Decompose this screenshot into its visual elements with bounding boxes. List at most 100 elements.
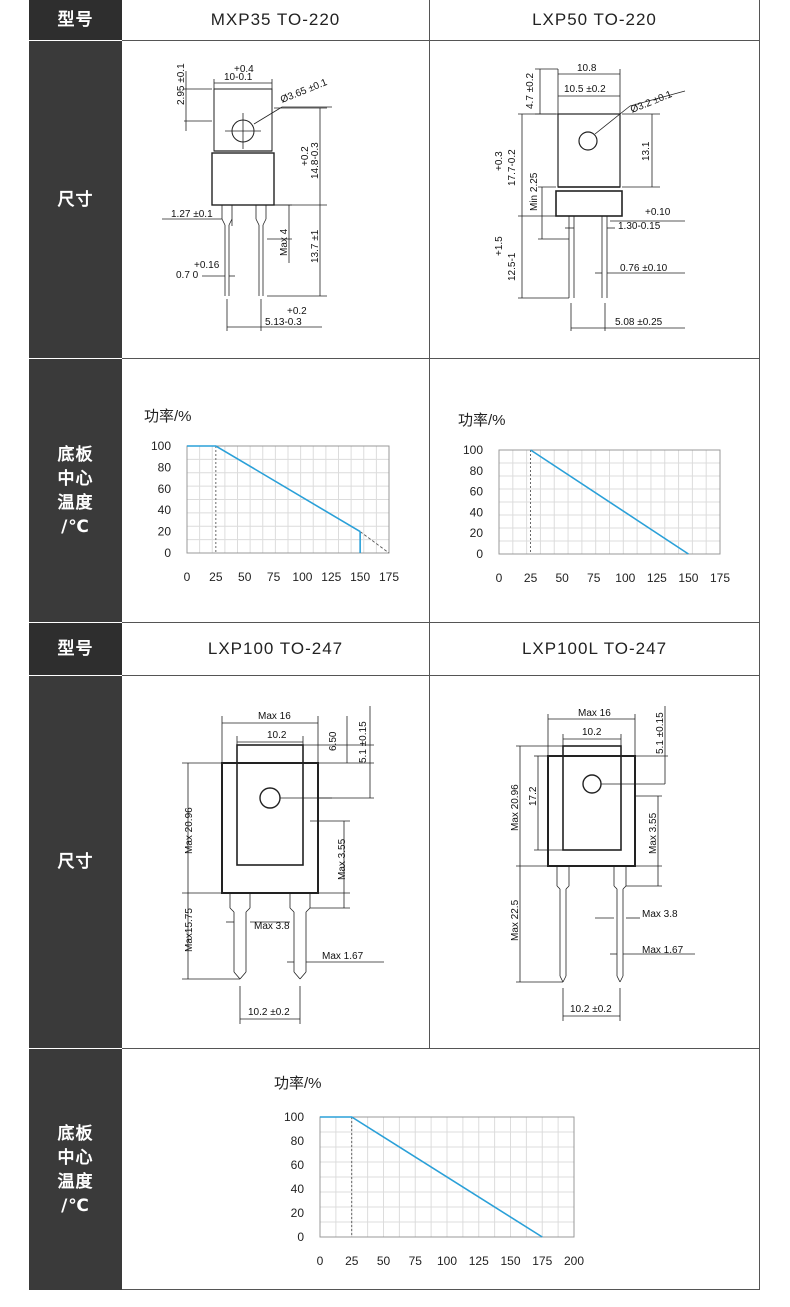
x-tick-label: 0 <box>317 1254 324 1268</box>
dim-label: Ø3.2 ±0.1 <box>629 89 674 116</box>
x-tick-label: 125 <box>647 571 667 585</box>
x-tick-label: 0 <box>184 570 191 584</box>
x-tick-label: 25 <box>345 1254 359 1268</box>
x-tick-label: 25 <box>209 570 223 584</box>
temp-label-line: 底板 <box>57 1123 94 1144</box>
y-tick-label: 80 <box>291 1134 305 1148</box>
x-tick-label: 0 <box>496 571 503 585</box>
dim-label: 10-0.1 <box>224 72 253 83</box>
dim-label: Max 22.5 <box>510 899 521 941</box>
mxp35-dimension-drawing: +0.4 10-0.1 2.95 ±0.1 Ø3.65 ±0.1 +0.2 14… <box>162 63 332 331</box>
temp-label-line: /℃ <box>61 1195 90 1216</box>
dim-label: +0.3 <box>494 151 505 171</box>
x-tick-label: 75 <box>587 571 601 585</box>
dim-label: 12.5-1 <box>507 252 518 281</box>
derating-series-line <box>320 1116 543 1238</box>
chart-cell-mxp35 <box>122 359 430 623</box>
y-tick-label: 0 <box>476 547 483 561</box>
dim-label: 17.2 <box>528 786 539 806</box>
y-tick-label: 20 <box>470 526 484 540</box>
dim-label: 14.8-0.3 <box>310 142 321 179</box>
x-tick-label: 75 <box>409 1254 423 1268</box>
y-axis-label: 功率/% <box>144 408 192 425</box>
dim-label: +0.4 <box>234 64 254 75</box>
temp-label: 底板 中心 温度 /℃ <box>29 359 122 622</box>
chart-cell-lxp100 <box>122 1049 760 1290</box>
x-tick-label: 175 <box>532 1254 552 1268</box>
temp-label-line: 温度 <box>57 1171 94 1192</box>
x-tick-label: 25 <box>524 571 538 585</box>
dim-label: 10.2 <box>582 727 602 738</box>
y-axis-label: 功率/% <box>274 1075 322 1092</box>
x-tick-label: 100 <box>615 571 635 585</box>
model-name-lxp50: LXP50 TO-220 <box>430 0 760 41</box>
y-tick-label: 60 <box>470 485 484 499</box>
y-tick-label: 20 <box>291 1206 305 1220</box>
model-name-lxp100: LXP100 TO-247 <box>122 623 430 676</box>
dim-label: 6.50 <box>328 731 339 751</box>
dim-label: 17.7-0.2 <box>507 149 518 186</box>
dim-label: Min 2.25 <box>529 172 540 211</box>
x-tick-label: 175 <box>710 571 730 585</box>
dim-label: 4.7 ±0.2 <box>525 72 536 109</box>
temp-label-line: 中心 <box>57 1147 94 1168</box>
dim-label: 10.2 <box>267 730 287 741</box>
y-tick-label: 100 <box>463 443 483 457</box>
dim-label: +0.10 <box>645 207 671 218</box>
x-tick-label: 150 <box>500 1254 520 1268</box>
dim-label: +0.2 <box>287 306 307 317</box>
dim-label: 10.2 ±0.2 <box>248 1007 290 1018</box>
y-tick-label: 0 <box>164 546 171 560</box>
y-tick-label: 60 <box>158 482 172 496</box>
dim-label: 5.08 ±0.25 <box>615 317 663 328</box>
size-label: 尺寸 <box>29 676 122 1048</box>
y-tick-label: 40 <box>291 1182 305 1196</box>
lxp100l-dimension-drawing: Max 16 10.2 5.1 ±0.15 Max 20.96 17.2 Max… <box>510 706 695 1021</box>
dim-label: Max15.75 <box>184 908 195 952</box>
y-tick-label: 40 <box>158 503 172 517</box>
x-tick-label: 150 <box>678 571 698 585</box>
dim-label: 13.1 <box>641 141 652 161</box>
x-tick-label: 125 <box>469 1254 489 1268</box>
x-tick-label: 50 <box>555 571 569 585</box>
model-name-mxp35: MXP35 TO-220 <box>122 0 430 41</box>
x-tick-label: 125 <box>321 570 341 584</box>
derating-series-line <box>530 449 689 555</box>
dim-label: Max 20.96 <box>510 784 521 831</box>
x-tick-label: 175 <box>379 570 399 584</box>
lxp100-dimension-drawing: Max 16 10.2 6.50 5.1 ±0.15 Max 20.96 Max… <box>182 706 384 1024</box>
y-tick-label: 80 <box>158 460 172 474</box>
x-tick-label: 75 <box>267 570 281 584</box>
dim-label: 0.76 ±0.10 <box>620 263 668 274</box>
derating-series-line <box>187 445 361 533</box>
dim-label: 5.1 ±0.15 <box>358 721 369 763</box>
y-tick-label: 40 <box>470 505 484 519</box>
temp-label-line: 温度 <box>57 492 94 513</box>
dim-label: 5.1 ±0.15 <box>655 712 666 754</box>
temp-label-line: 底板 <box>57 444 94 465</box>
dim-label: Ø3.65 ±0.1 <box>279 77 329 106</box>
drawing-cell-mxp35 <box>122 41 430 359</box>
dim-label: 5.13-0.3 <box>265 317 302 328</box>
x-tick-label: 50 <box>377 1254 391 1268</box>
lxp50-dimension-drawing: 10.8 10.5 ±0.2 4.7 ±0.2 Ø3.2 ±0.1 +0.3 1… <box>494 63 686 331</box>
model-label: 型号 <box>29 0 122 40</box>
dim-label: 1.27 ±0.1 <box>171 209 213 220</box>
plot-frame <box>319 1116 575 1238</box>
temp-label: 底板 中心 温度 /℃ <box>29 1049 122 1290</box>
model-name-lxp100l: LXP100L TO-247 <box>430 623 760 676</box>
dim-label: 1.30-0.15 <box>618 221 661 232</box>
y-tick-label: 20 <box>158 525 172 539</box>
dim-label: Max 1.67 <box>642 945 684 956</box>
dim-label: 0.7 0 <box>176 270 199 281</box>
drawing-cell-lxp100l <box>430 676 760 1049</box>
x-tick-label: 100 <box>292 570 312 584</box>
plot-frame <box>498 449 721 555</box>
dim-label: Max 3.55 <box>648 812 659 854</box>
y-tick-label: 100 <box>151 439 171 453</box>
dim-label: Max 3.8 <box>254 921 290 932</box>
model-label: 型号 <box>29 623 122 675</box>
chart-cell-lxp50 <box>430 359 760 623</box>
x-tick-label: 50 <box>238 570 252 584</box>
